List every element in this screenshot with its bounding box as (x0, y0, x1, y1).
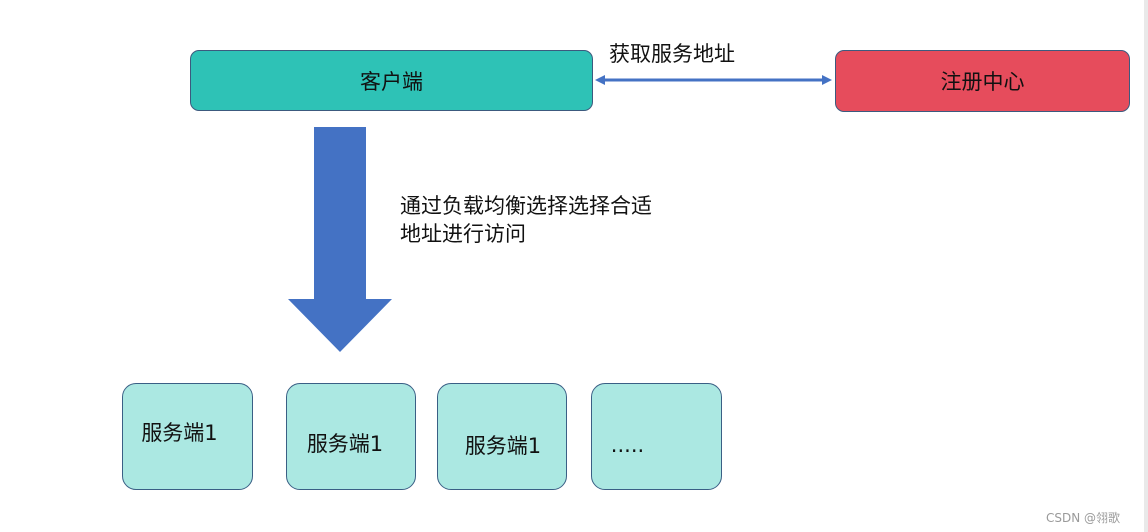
server-label-3: 服务端1 (464, 433, 542, 458)
load-balance-label-line2: 地址进行访问 (400, 222, 526, 246)
fetch-address-label: 获取服务地址 (609, 42, 735, 66)
server-box-4: ..... (591, 383, 722, 490)
client-label: 客户端 (360, 69, 423, 94)
server-box-3: 服务端1 (437, 383, 567, 490)
registry-box: 注册中心 (835, 50, 1130, 112)
right-edge-strip (1144, 0, 1148, 532)
registry-label: 注册中心 (940, 70, 1025, 94)
watermark: CSDN @翎歌 (1046, 511, 1121, 525)
server-box-1: 服务端1 (122, 383, 253, 490)
load-balance-down-arrow (288, 127, 392, 352)
server-label-2: 服务端1 (306, 431, 384, 456)
load-balance-label-line1: 通过负载均衡选择选择合适 (400, 194, 652, 218)
server-box-2: 服务端1 (286, 383, 416, 490)
server-label-1: 服务端1 (141, 420, 218, 445)
client-registry-double-arrow (595, 75, 832, 85)
client-box: 客户端 (190, 50, 593, 111)
server-label-4: ..... (610, 432, 645, 457)
